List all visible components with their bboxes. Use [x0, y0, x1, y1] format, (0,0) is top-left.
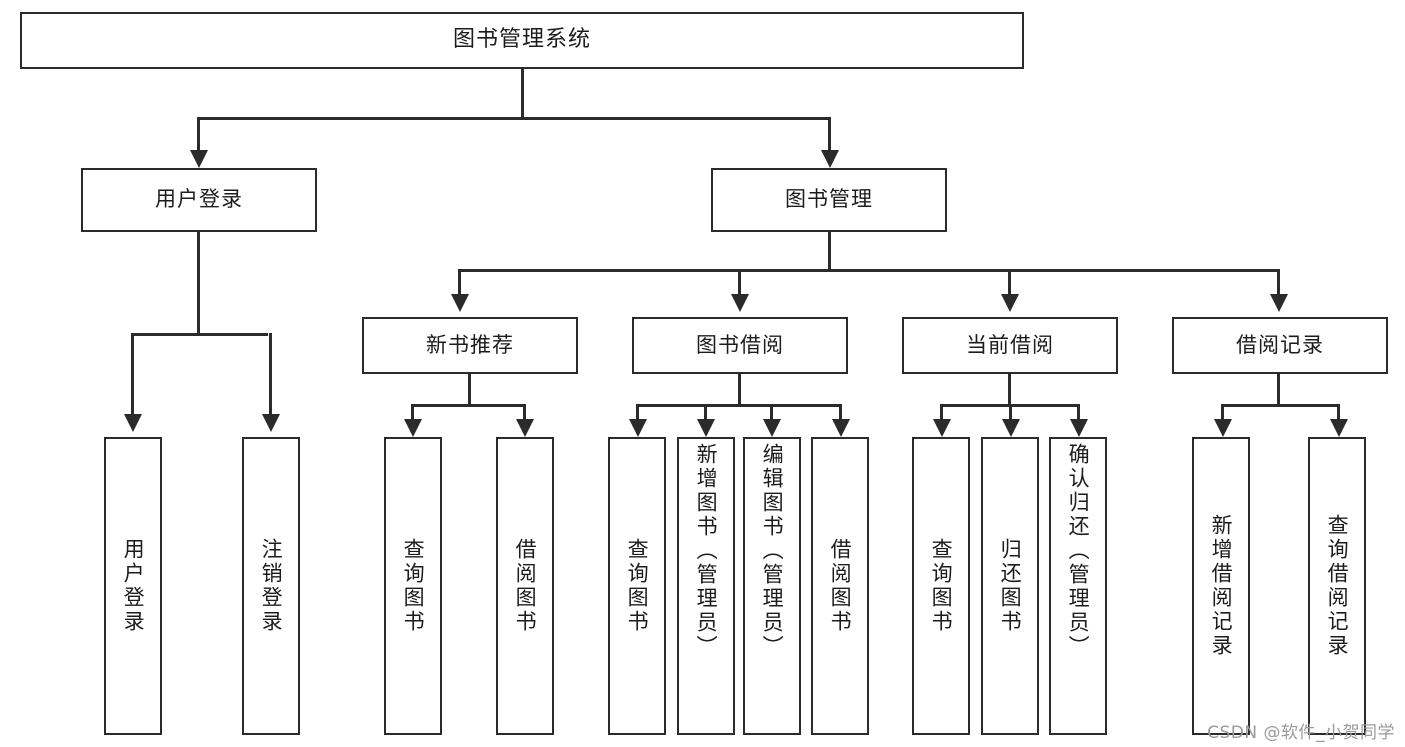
node-leaf-logout[interactable]: 注销登录 [242, 437, 300, 735]
node-leaf-edit-book-admin[interactable]: 编辑图书（管理员） [743, 437, 801, 735]
connector-borrow-record-stem [1277, 374, 1280, 406]
connector-current-borrow-stem [1008, 374, 1011, 406]
node-leaf-borrow-book-recommend[interactable]: 借阅图书 [496, 437, 554, 735]
arrowhead-to-book-borrow [731, 294, 749, 312]
node-leaf-query-book-borrow[interactable]: 查询图书 [608, 437, 666, 735]
node-root-book-management-system[interactable]: 图书管理系统 [20, 12, 1024, 69]
node-label: 查询图书 [929, 538, 954, 634]
arrowhead-book-borrow-child4 [832, 419, 850, 437]
connector-new-book-child2 [523, 404, 526, 421]
node-label: 新增借阅记录 [1209, 514, 1234, 658]
arrowhead-book-borrow-child1 [629, 419, 647, 437]
arrowhead-to-borrow-record [1270, 294, 1288, 312]
connector-book-borrow-stem [738, 374, 741, 406]
node-label: 借阅记录 [1236, 332, 1324, 357]
node-label: 图书借阅 [696, 332, 784, 357]
node-leaf-borrow-book[interactable]: 借阅图书 [811, 437, 869, 735]
arrowhead-book-borrow-child2 [697, 419, 715, 437]
arrowhead-to-user-login [190, 150, 208, 168]
connector-to-book-borrow [738, 269, 741, 296]
arrowhead-user-login-child1 [124, 414, 142, 432]
connector-to-book-management [828, 117, 831, 152]
arrowhead-current-borrow-child3 [1070, 419, 1088, 437]
connector-user-login-child1 [131, 333, 134, 416]
connector-new-book-stem [468, 374, 471, 406]
node-label: 当前借阅 [966, 332, 1054, 357]
arrowhead-to-new-book [451, 294, 469, 312]
node-label: 用户登录 [155, 187, 243, 212]
connector-borrow-record-bar [1221, 404, 1340, 407]
connector-root-stem [521, 69, 524, 119]
node-new-book-recommend[interactable]: 新书推荐 [362, 317, 578, 374]
node-label: 查询借阅记录 [1325, 514, 1350, 658]
node-book-management[interactable]: 图书管理 [711, 168, 947, 232]
arrowhead-user-login-child2 [262, 414, 280, 432]
arrowhead-borrow-record-child2 [1330, 419, 1348, 437]
connector-level2-bar [458, 269, 1279, 272]
connector-user-login-child2 [269, 333, 272, 416]
arrowhead-current-borrow-child1 [933, 419, 951, 437]
node-label: 新书推荐 [426, 332, 514, 357]
connector-current-borrow-child3 [1077, 404, 1080, 421]
node-borrow-record[interactable]: 借阅记录 [1172, 317, 1388, 374]
node-label: 借阅图书 [828, 538, 853, 634]
node-label: 图书管理系统 [452, 27, 591, 53]
node-leaf-add-borrow-record[interactable]: 新增借阅记录 [1192, 437, 1250, 735]
connector-book-borrow-child1 [636, 404, 639, 421]
node-label: 新增图书（管理员） [694, 443, 719, 659]
node-leaf-query-borrow-record[interactable]: 查询借阅记录 [1308, 437, 1366, 735]
node-label: 确认归还（管理员） [1066, 443, 1091, 659]
arrowhead-borrow-record-child1 [1214, 419, 1232, 437]
node-label: 用户登录 [121, 538, 146, 634]
connector-borrow-record-child2 [1337, 404, 1340, 421]
connector-current-borrow-child1 [940, 404, 943, 421]
node-label: 借阅图书 [513, 538, 538, 634]
connector-level1-bar [197, 117, 831, 120]
connector-to-new-book [458, 269, 461, 296]
node-label: 查询图书 [625, 538, 650, 634]
node-user-login[interactable]: 用户登录 [81, 168, 317, 232]
connector-book-borrow-child3 [770, 404, 773, 421]
connector-new-book-bar [411, 404, 526, 407]
node-leaf-query-book-recommend[interactable]: 查询图书 [384, 437, 442, 735]
node-leaf-query-book-current[interactable]: 查询图书 [912, 437, 970, 735]
arrowhead-to-book-management [821, 150, 839, 168]
arrowhead-current-borrow-child2 [1002, 419, 1020, 437]
connector-new-book-child1 [411, 404, 414, 421]
node-leaf-user-login[interactable]: 用户登录 [104, 437, 162, 735]
connector-book-management-stem [828, 232, 831, 272]
connector-book-borrow-child2 [704, 404, 707, 421]
connector-to-current-borrow [1008, 269, 1011, 296]
connector-book-borrow-bar [636, 404, 842, 407]
connector-to-borrow-record [1277, 269, 1280, 296]
arrowhead-to-current-borrow [1001, 294, 1019, 312]
connector-book-borrow-child4 [839, 404, 842, 421]
connector-to-user-login [197, 117, 200, 152]
node-leaf-return-book[interactable]: 归还图书 [981, 437, 1039, 735]
arrowhead-new-book-child1 [404, 419, 422, 437]
node-label: 编辑图书（管理员） [760, 443, 785, 659]
node-label: 查询图书 [401, 538, 426, 634]
node-current-borrow[interactable]: 当前借阅 [902, 317, 1118, 374]
node-label: 归还图书 [998, 538, 1023, 634]
arrowhead-new-book-child2 [516, 419, 534, 437]
connector-borrow-record-child1 [1221, 404, 1224, 421]
connector-user-login-stem [197, 232, 200, 335]
node-label: 注销登录 [259, 538, 284, 634]
connector-user-login-bar [131, 333, 268, 336]
node-book-borrow[interactable]: 图书借阅 [632, 317, 848, 374]
node-leaf-confirm-return-admin[interactable]: 确认归还（管理员） [1049, 437, 1107, 735]
node-label: 图书管理 [785, 187, 873, 212]
node-leaf-add-book-admin[interactable]: 新增图书（管理员） [677, 437, 735, 735]
connector-current-borrow-child2 [1009, 404, 1012, 421]
arrowhead-book-borrow-child3 [763, 419, 781, 437]
